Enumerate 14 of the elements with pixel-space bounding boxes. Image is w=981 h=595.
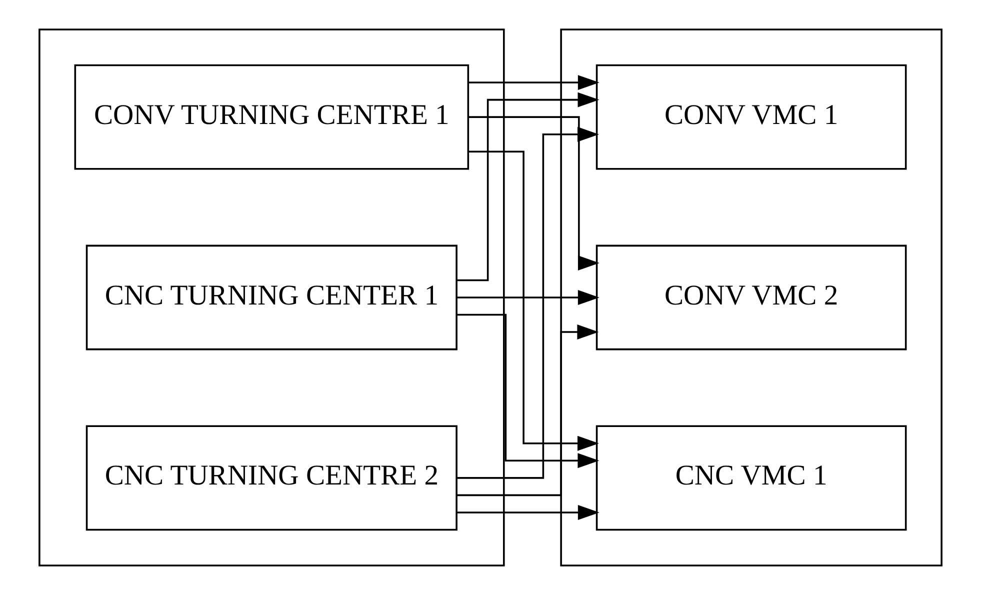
arrow: [457, 290, 600, 305]
arrow: [456, 314, 600, 468]
arrow: [468, 75, 600, 90]
node-box: CNC VMC 1: [596, 425, 907, 531]
arrow: [456, 324, 599, 496]
arrow: [457, 504, 600, 520]
node-box: CONV TURNING CENTRE 1: [74, 64, 470, 170]
node-box: CONV VMC 1: [596, 64, 907, 170]
node-box: CNC TURNING CENTER 1: [86, 244, 458, 350]
node-box: CNC TURNING CENTRE 2: [86, 425, 458, 531]
arrow: [468, 150, 599, 451]
cluster: [38, 28, 505, 566]
node-box: CONV VMC 2: [596, 244, 907, 350]
cluster: [560, 28, 942, 566]
